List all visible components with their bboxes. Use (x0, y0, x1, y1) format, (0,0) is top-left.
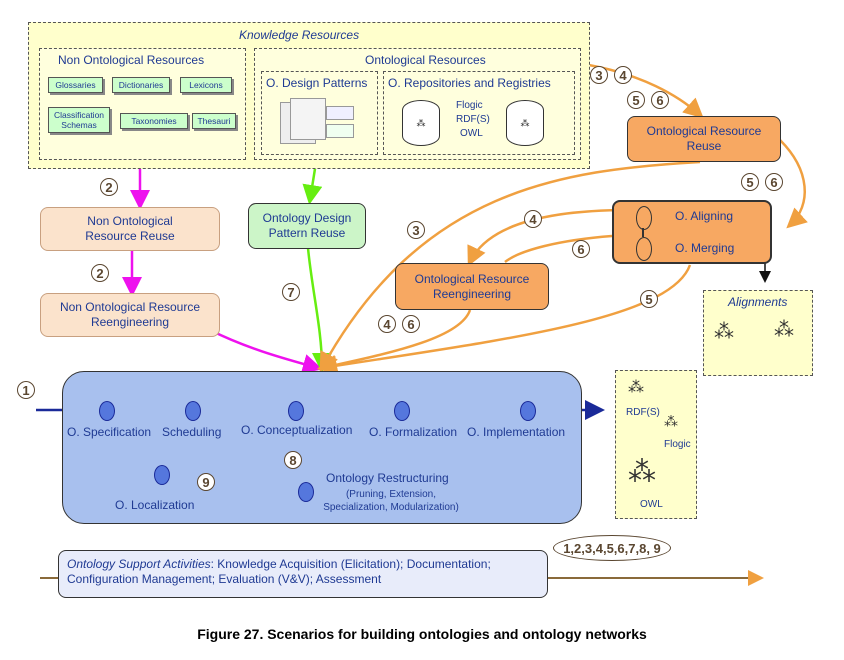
non-ontological-reuse-box: Non Ontological Resource Reuse (40, 207, 220, 251)
scenario-list-oval: 1,2,3,4,5,6,7,8, 9 (553, 535, 671, 561)
rdfs-graph-icon: ⁂ (628, 379, 644, 396)
implementation-label: O. Implementation (467, 425, 566, 439)
support-activities-text: : Knowledge Acquisition (Elicitation); D… (67, 557, 491, 586)
scheduling-label: Scheduling (162, 425, 222, 439)
merging-label: O. Merging (675, 241, 735, 255)
scenario-badge-1: 1 (17, 381, 35, 399)
aligning-label: O. Aligning (675, 209, 734, 223)
localization-node (154, 465, 170, 485)
thesauri-note: Thesauri (192, 113, 236, 129)
support-activities-box: Ontology Support Activities: Knowledge A… (58, 550, 548, 598)
ontological-panel: Ontological Resources O. Design Patterns… (254, 48, 581, 160)
support-activities-label: Ontology Support Activities (67, 557, 211, 571)
restructuring-title: Ontology Restructuring (326, 471, 449, 485)
scenario-badge-5a: 5 (627, 91, 645, 109)
scenario-badge-7: 7 (282, 283, 300, 301)
alignments-panel: Alignments ⁂ ⁂ (703, 290, 813, 376)
scenario-badge-4a: 4 (614, 66, 632, 84)
impl-rdfs-label: RDF(S) (626, 407, 660, 418)
classification-schemas-note: Classification Schemas (48, 107, 110, 133)
design-patterns-box: O. Design Patterns (261, 71, 378, 155)
restructuring-node (298, 482, 314, 502)
non-ontological-title: Non Ontological Resources (58, 53, 205, 67)
scenario-badge-3b: 3 (407, 221, 425, 239)
scenario-badge-6a: 6 (651, 91, 669, 109)
non-ontological-panel: Non Ontological Resources Glossaries Dic… (39, 48, 246, 160)
figure-caption: Figure 27. Scenarios for building ontolo… (197, 626, 647, 642)
scenario-badge-2b: 2 (91, 264, 109, 282)
repository-right-icon: ⁂ (506, 100, 544, 146)
ontological-reuse-box: Ontological Resource Reuse (627, 116, 781, 162)
scenario-badge-6d: 6 (402, 315, 420, 333)
repositories-label: O. Repositories and Registries (388, 76, 551, 90)
implementations-panel: ⁂ RDF(S) ⁂ Flogic ⁂ OWL (615, 370, 697, 519)
scenario-badge-8: 8 (284, 451, 302, 469)
design-patterns-label: O. Design Patterns (266, 76, 368, 90)
language-owl: OWL (460, 128, 483, 139)
aligning-oval (636, 206, 652, 230)
conceptualization-node (288, 401, 304, 421)
development-process-box (62, 371, 582, 524)
knowledge-resources-panel: Knowledge Resources Non Ontological Reso… (28, 22, 590, 169)
glossaries-note: Glossaries (48, 77, 103, 93)
implementation-node (520, 401, 536, 421)
scenario-badge-6b: 6 (765, 173, 783, 191)
flogic-graph-icon: ⁂ (664, 413, 678, 429)
conceptualization-label: O. Conceptualization (241, 423, 353, 437)
ontological-reengineering-box: Ontological Resource Reengineering (395, 263, 549, 310)
scenario-badge-5b: 5 (741, 173, 759, 191)
non-ontological-reengineering-box: Non Ontological Resource Reengineering (40, 293, 220, 337)
scheduling-node (185, 401, 201, 421)
formalization-label: O. Formalization (369, 425, 458, 439)
language-rdfs: RDF(S) (456, 114, 490, 125)
specification-label: O. Specification (67, 425, 152, 439)
impl-owl-label: OWL (640, 499, 663, 510)
scenario-badge-2a: 2 (100, 178, 118, 196)
ontological-title: Ontological Resources (365, 53, 486, 67)
repository-left-icon: ⁂ (402, 100, 440, 146)
impl-flogic-label: Flogic (664, 439, 691, 450)
alignment-graph-right-icon: ⁂ (774, 319, 794, 341)
scenario-badge-4b: 4 (524, 210, 542, 228)
alignment-graph-left-icon: ⁂ (714, 321, 734, 343)
owl-graph-icon: ⁂ (628, 456, 656, 487)
language-flogic: Flogic (456, 100, 483, 111)
formalization-node (394, 401, 410, 421)
restructuring-detail: (Pruning, Extension, Specialization, Mod… (323, 489, 459, 513)
repositories-box: O. Repositories and Registries ⁂ Flogic … (383, 71, 575, 155)
scenario-badge-3a: 3 (590, 66, 608, 84)
design-pattern-documents-icon (280, 96, 360, 146)
oval-connector (642, 228, 644, 237)
taxonomies-note: Taxonomies (120, 113, 188, 129)
scenario-badge-4c: 4 (378, 315, 396, 333)
merging-oval (636, 237, 652, 261)
odp-reuse-box: Ontology Design Pattern Reuse (248, 203, 366, 249)
localization-label: O. Localization (115, 498, 195, 512)
scenario-badge-9: 9 (197, 473, 215, 491)
knowledge-resources-title: Knowledge Resources (239, 28, 360, 42)
specification-node (99, 401, 115, 421)
alignments-title: Alignments (728, 295, 788, 309)
scenario-badge-6c: 6 (572, 240, 590, 258)
scenario-badge-5c: 5 (640, 290, 658, 308)
lexicons-note: Lexicons (180, 77, 232, 93)
dictionaries-note: Dictionaries (112, 77, 170, 93)
